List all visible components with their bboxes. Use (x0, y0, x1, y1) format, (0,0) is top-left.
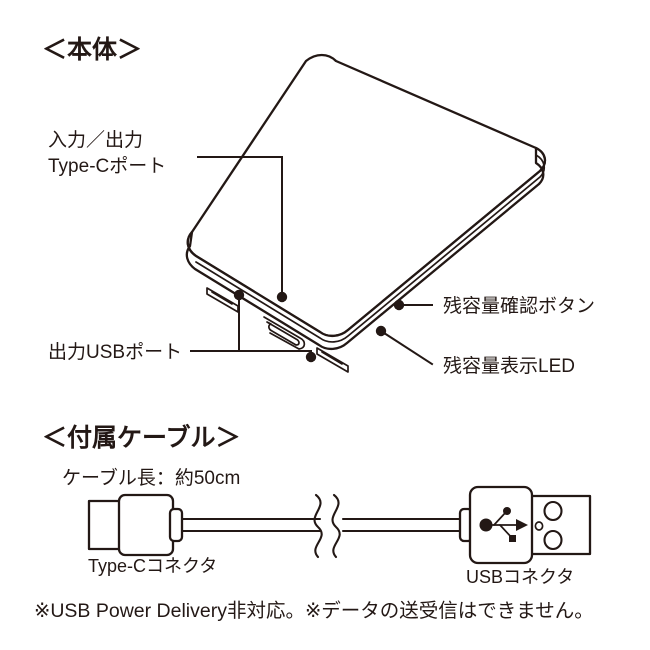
usb-a-port-right (316, 347, 349, 373)
usb-a-contact-hole-top (543, 500, 563, 522)
callout-capacity-button: 残容量確認ボタン (393, 295, 595, 317)
callout-type-c-leader (197, 156, 283, 298)
usb-a-port-right-opening (316, 347, 349, 373)
cable-break-curve-2 (331, 493, 341, 559)
cable-illustration (87, 485, 592, 565)
section-heading-main-unit: ＜本体＞ (42, 36, 142, 64)
callout-capacity-led-label: 残容量表示LED (443, 355, 575, 377)
type-c-connector-housing (117, 493, 175, 557)
footnote-text: ※USB Power Delivery非対応。※データの送受信はできません。 (34, 600, 594, 622)
cable-break-symbol (313, 493, 341, 559)
type-c-port-outer (263, 316, 306, 350)
callout-usb-output-label: 出力USBポート (48, 341, 182, 363)
usb-a-connector-plug (458, 485, 592, 565)
callout-usb-dot-right (305, 351, 317, 363)
usb-trident-circle-end (479, 518, 493, 532)
callout-type-c-dot (276, 291, 288, 303)
callout-usb-dot-left (233, 289, 245, 301)
cable-break-curve-1 (313, 493, 323, 559)
usb-a-port-right-tongue (321, 351, 343, 365)
callout-capacity-button-label: 残容量確認ボタン (443, 295, 595, 317)
callout-type-c-label-line1: 入力／出力 (48, 129, 143, 151)
usb-trident-square-down (509, 535, 516, 542)
callout-type-c-label-line2: Type-Cポート (48, 155, 166, 177)
usb-connector-label: USBコネクタ (466, 567, 574, 587)
callout-led-leader (379, 329, 434, 366)
usb-trident-icon (479, 507, 528, 542)
usb-a-port-left-tongue (211, 291, 233, 305)
usb-a-contact-hole-center (534, 521, 544, 531)
usb-a-contact-hole-bottom (543, 529, 563, 551)
type-c-connector-collar (168, 507, 184, 543)
type-c-connector-plug (87, 493, 184, 557)
section-heading-included-cable: ＜付属ケーブル＞ (42, 423, 241, 452)
callout-capacity-led: 残容量表示LED (375, 325, 575, 377)
type-c-connector-tip (87, 499, 123, 551)
callout-button-dot (393, 299, 405, 311)
power-bank-illustration (185, 53, 547, 373)
callout-usb-leader-right (238, 350, 312, 358)
usb-trident-dot-up (503, 507, 511, 515)
type-c-connector-label: Type-Cコネクタ (88, 556, 217, 576)
callout-usb-output-ports: 出力USBポート (48, 289, 317, 363)
type-c-port (263, 316, 306, 350)
callout-led-dot (375, 325, 387, 337)
usb-trident-branch-up (493, 511, 507, 526)
cable-length-label: ケーブル長：約50cm (62, 466, 240, 489)
device-edge-highlight (195, 154, 546, 343)
type-c-port-opening (266, 321, 300, 346)
callout-type-c-port: 入力／出力 Type-Cポート (48, 129, 288, 303)
usb-trident-arrow (516, 519, 528, 531)
